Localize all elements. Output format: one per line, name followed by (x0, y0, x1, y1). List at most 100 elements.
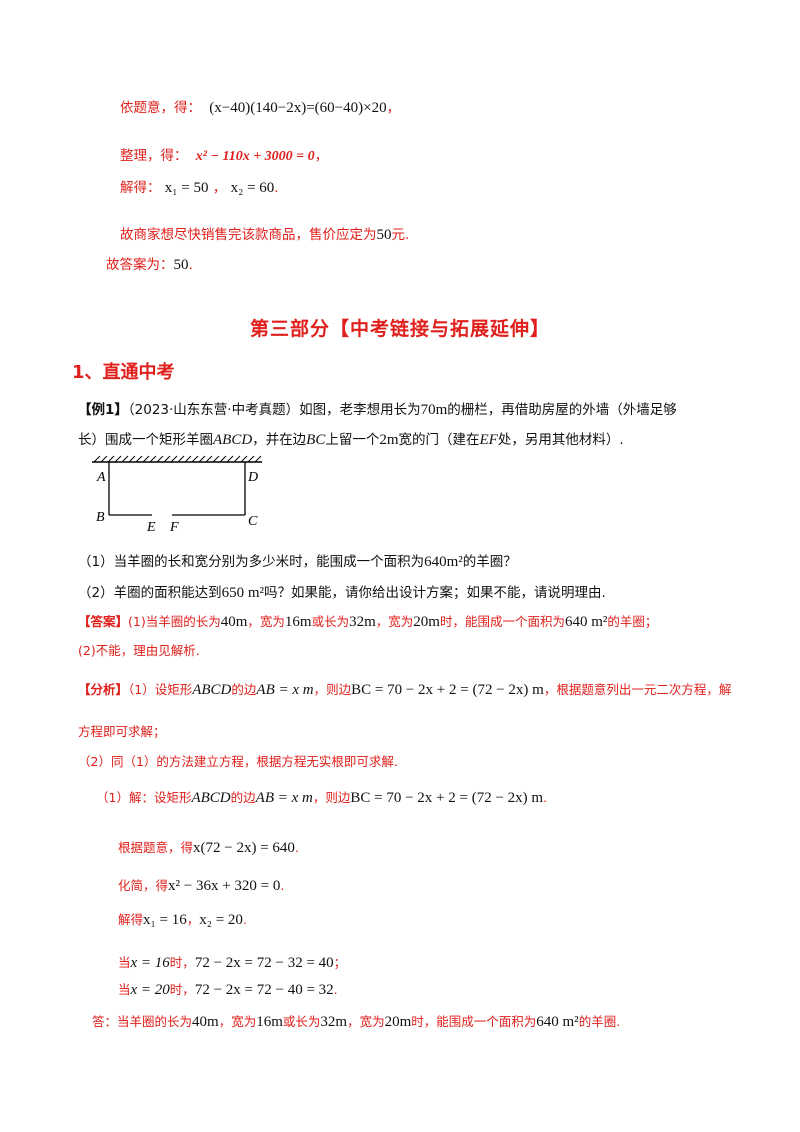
text: 依题意，得： (120, 100, 201, 116)
solution-line-3: 化简，得x² − 36x + 320 = 0. (118, 876, 284, 896)
text: ， (314, 148, 329, 164)
equation: 72 − 2x = 72 − 40 = 32 (194, 982, 334, 998)
text: 根据题意，得 (118, 840, 194, 855)
equation: x₂ = 20 (199, 912, 243, 928)
equation: AB = x m (255, 790, 313, 806)
text: （1）解：设矩形 (96, 790, 192, 805)
text: 整理，得： (120, 148, 188, 164)
answer-line-2: (2)不能，理由见解析. (78, 641, 200, 661)
value: 2m (379, 432, 399, 448)
text: 元. (391, 227, 410, 243)
text: （2）同（1）的方法建立方程，根据方程无实根即可求解. (78, 754, 398, 769)
analysis-line-3: （2）同（1）的方法建立方程，根据方程无实根即可求解. (78, 752, 398, 772)
text: ，并在边 (252, 432, 307, 448)
solution-line-4: 解得x₁ = 16，x₂ = 20. (118, 910, 247, 930)
text: 上留一个 (325, 432, 380, 448)
equation: x₁ = 16 (143, 912, 187, 928)
label-C: C (248, 514, 258, 529)
question-1: （1）当羊圈的长和宽分别为多少米时，能围成一个面积为640m²的羊圈？ (78, 552, 517, 572)
text: ； (333, 955, 347, 970)
equation: x = 20 (130, 982, 170, 998)
top-line-4: 故商家想尽快销售完该款商品，售价应定为50元. (120, 225, 409, 245)
text: . (242, 912, 247, 927)
solution-line-1: （1）解：设矩形ABCD的边AB = x m，则边BC = 70 − 2x + … (96, 788, 547, 808)
analysis-line-1: 【分析】（1）设矩形ABCD的边AB = x m，则边BC = 70 − 2x … (78, 680, 731, 700)
label-F: F (169, 520, 179, 535)
equation: x₂ = 60 (230, 180, 275, 196)
value: 32m (320, 1014, 348, 1030)
value: 40m (220, 614, 248, 630)
equation: AB = x m (256, 682, 314, 698)
equation: 72 − 2x = 72 − 32 = 40 (194, 955, 334, 971)
equation: x² − 110x + 3000 = 0 (195, 149, 315, 164)
text: ， (386, 100, 401, 116)
math-var: ABCD (191, 790, 231, 806)
equation: (x−40)(140−2x)=(60−40)×20 (209, 100, 387, 116)
text: 长）围成一个矩形羊圈 (78, 432, 213, 448)
text: ，根据题意列出一元二次方程，解 (543, 682, 732, 697)
wall-hatching (92, 455, 262, 463)
label-B: B (96, 510, 105, 525)
text: ， (186, 912, 200, 927)
value: 640m² (424, 554, 463, 570)
value: 70m (420, 402, 448, 418)
text: 方程即可求解； (78, 724, 166, 739)
equation: x = 16 (130, 955, 170, 971)
text: 时， (169, 955, 195, 970)
text: 的羊圈？ (462, 554, 517, 570)
text: 答：当羊圈的长为 (92, 1014, 193, 1029)
top-line-2: 整理，得： x² − 110x + 3000 = 0， (120, 146, 328, 167)
solution-line-6: 当x = 20时，72 − 2x = 72 − 40 = 32. (118, 980, 338, 1000)
label-D: D (247, 470, 258, 485)
text: 解得 (118, 912, 144, 927)
value: 640 m² (536, 1014, 579, 1030)
text: . (274, 180, 279, 196)
sheep-pen-figure: A D B C E F (92, 455, 262, 535)
text: 的羊圈； (607, 614, 658, 629)
math-var: ABCD (213, 432, 253, 448)
equation: x² − 36x + 320 = 0 (168, 878, 281, 894)
analysis-label: 【分析】 (78, 682, 129, 697)
text: ，宽为 (347, 1014, 385, 1029)
value: 40m (192, 1014, 219, 1030)
text: 化简，得 (118, 878, 169, 893)
solution-line-7: 答：当羊圈的长为40m，宽为16m或长为32m，宽为20m时，能围成一个面积为6… (92, 1012, 620, 1032)
solution-line-2: 根据题意，得x(72 − 2x) = 640. (118, 838, 299, 858)
text: 或长为 (282, 1014, 321, 1029)
question-2: （2）羊圈的面积能达到650 m²吗？如果能，请你给出设计方案；如果不能，请说明… (78, 583, 606, 603)
text: . (294, 840, 299, 855)
top-line-1: 依题意，得： (x−40)(140−2x)=(60−40)×20， (120, 98, 400, 118)
value: 640 m² (564, 614, 608, 630)
example-line-2: 长）围成一个矩形羊圈ABCD，并在边BC上留一个2m宽的门（建在EF处，另用其他… (78, 430, 624, 450)
text: ，则边 (313, 682, 352, 697)
equation: BC = 70 − 2x + 2 = (72 − 2x) m (350, 790, 544, 806)
example-line-1: 【例1】（2023·山东东营·中考真题）如图，老李想用长为70m的栅栏，再借助房… (78, 400, 677, 420)
label-E: E (146, 520, 156, 535)
text: 故商家想尽快销售完该款商品，售价应定为 (120, 227, 377, 243)
text: . (280, 878, 285, 893)
top-line-5: 故答案为：50. (106, 255, 193, 275)
math-var: ABCD (192, 682, 232, 698)
text: (2)不能，理由见解析. (78, 643, 200, 658)
text: 或长为 (311, 614, 350, 629)
text: 解得： (120, 180, 161, 196)
example-label: 【例1】 (78, 402, 128, 418)
text: （2）羊圈的面积能达到 (78, 585, 222, 601)
text: 处，另用其他材料）. (497, 432, 624, 448)
value: 650 m² (221, 585, 265, 601)
value: 20m (384, 1014, 412, 1030)
text: （1）设矩形 (128, 682, 193, 697)
equation: BC = 70 − 2x + 2 = (72 − 2x) m (351, 682, 544, 698)
equation: x₁ = 50 (164, 180, 209, 196)
answer-label: 【答案】 (78, 614, 129, 629)
top-line-3: 解得： x₁ = 50 ， x₂ = 60. (120, 178, 279, 198)
value: 16m (256, 1014, 283, 1030)
value: 50 (173, 257, 189, 273)
text: . (333, 982, 338, 997)
text: . (543, 790, 548, 805)
text: ，则边 (312, 790, 351, 805)
text: ，宽为 (375, 614, 414, 629)
text: . (188, 257, 193, 273)
text: （1）当羊圈的长和宽分别为多少米时，能围成一个面积为 (78, 554, 425, 570)
fence-lines (108, 462, 246, 516)
